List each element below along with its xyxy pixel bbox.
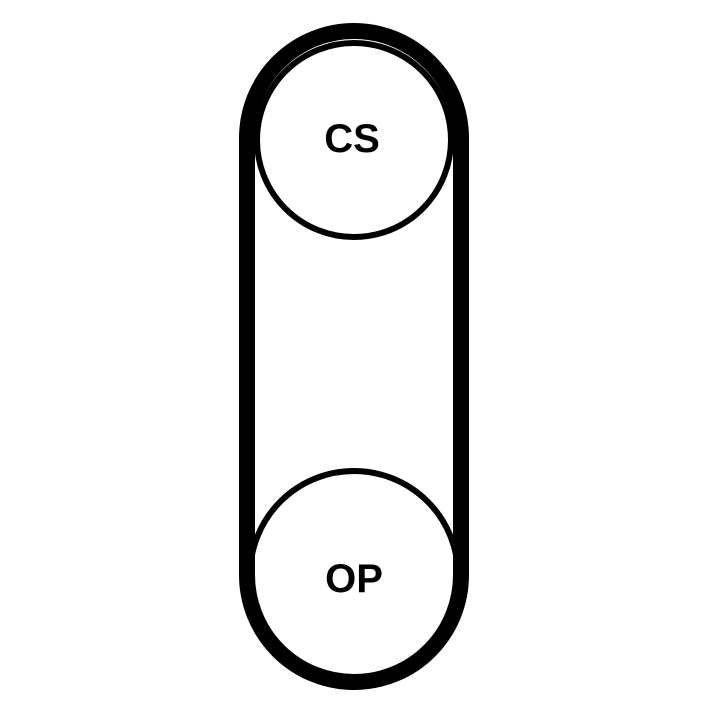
top-pulley-label: CS [324,117,380,161]
bottom-pulley-label: OP [325,557,383,601]
top-pulley [254,40,454,240]
drive-belt [239,23,469,690]
